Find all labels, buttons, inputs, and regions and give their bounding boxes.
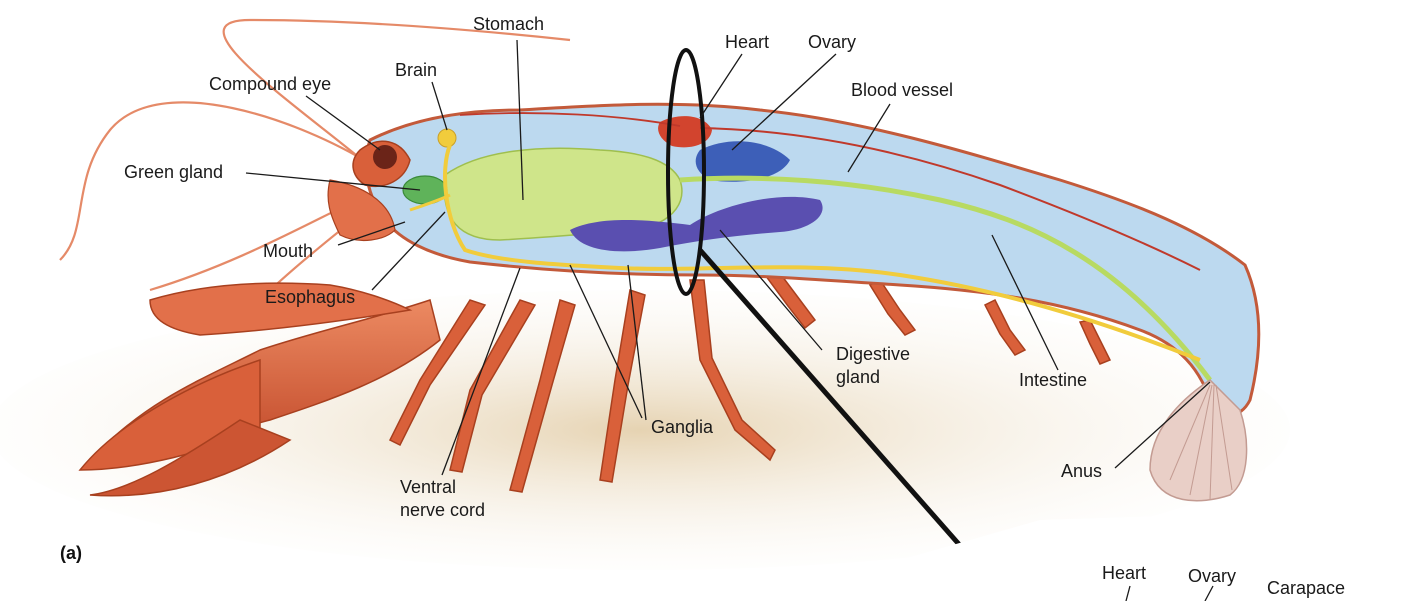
label-mouth: Mouth <box>263 241 313 262</box>
label-stomach: Stomach <box>473 14 544 35</box>
label-esophagus: Esophagus <box>265 287 355 308</box>
label-blood-vessel: Blood vessel <box>851 80 953 101</box>
label-anus: Anus <box>1061 461 1102 482</box>
brain <box>438 129 456 147</box>
inset-label-ovary: Ovary <box>1188 566 1236 587</box>
inset-label-heart: Heart <box>1102 563 1146 584</box>
label-intestine: Intestine <box>1019 370 1087 391</box>
label-compound-eye: Compound eye <box>209 74 331 95</box>
label-digestive-gland-1: Digestive <box>836 344 910 365</box>
label-ganglia: Ganglia <box>651 417 713 438</box>
label-ovary: Ovary <box>808 32 856 53</box>
label-ventral-nerve-cord-1: Ventral <box>400 477 456 498</box>
label-green-gland: Green gland <box>124 162 223 183</box>
inset-label-carapace: Carapace <box>1267 578 1345 599</box>
label-ventral-nerve-cord-2: nerve cord <box>400 500 485 521</box>
panel-label: (a) <box>60 543 82 564</box>
compound-eye <box>373 145 397 169</box>
label-heart: Heart <box>725 32 769 53</box>
label-digestive-gland-2: gland <box>836 367 880 388</box>
label-brain: Brain <box>395 60 437 81</box>
